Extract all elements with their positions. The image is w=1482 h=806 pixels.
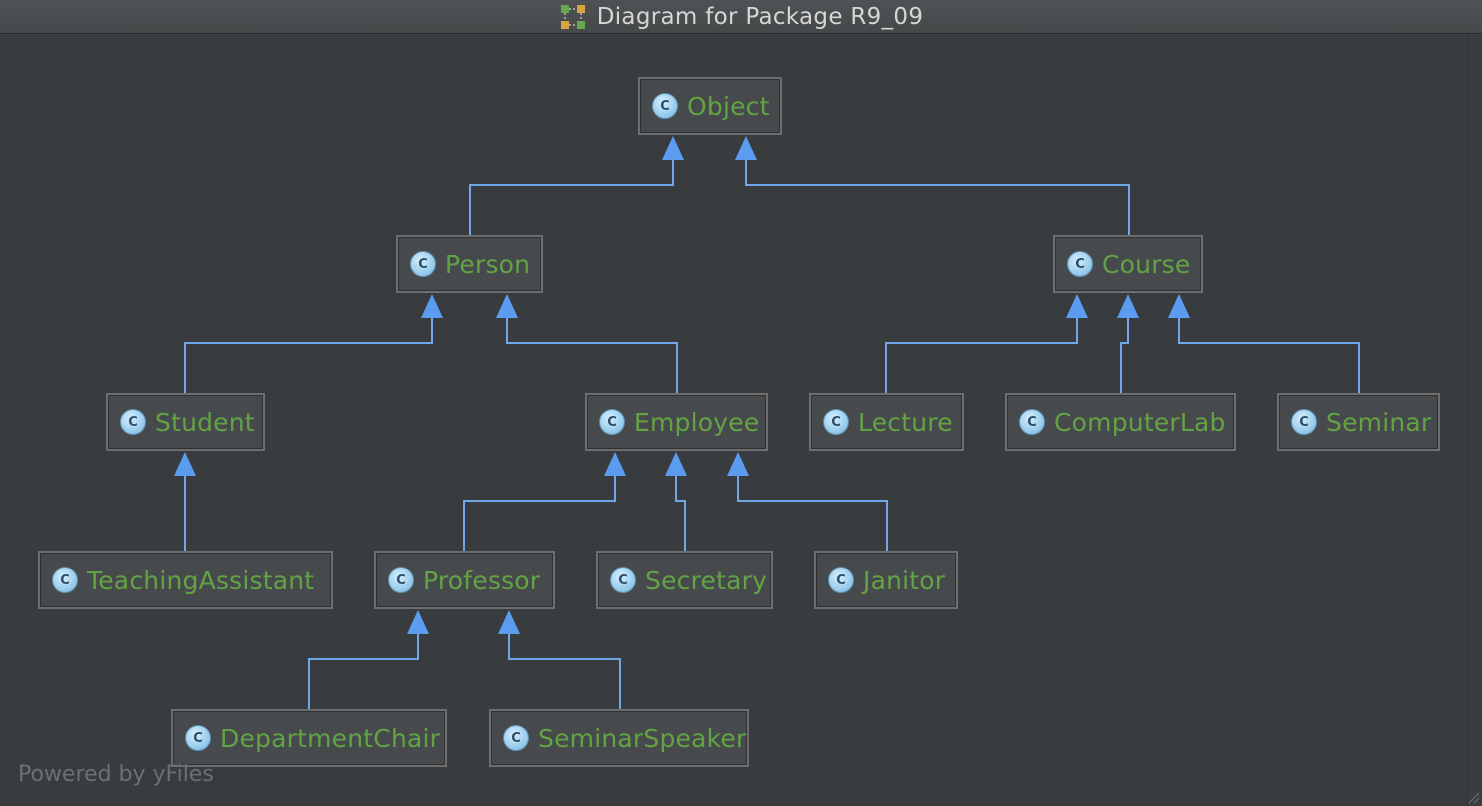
class-name-label: Student: [155, 407, 255, 437]
class-node-computerlab[interactable]: C ComputerLab: [1005, 393, 1236, 451]
class-name-label: DepartmentChair: [220, 723, 441, 753]
vertical-scrollbar[interactable]: [1467, 35, 1482, 806]
class-node-lecture[interactable]: C Lecture: [809, 393, 964, 451]
class-icon: C: [1019, 409, 1045, 435]
class-name-label: Lecture: [858, 407, 953, 437]
diagram-icon: [560, 4, 585, 29]
title-bar: Diagram for Package R9_09: [0, 0, 1482, 34]
class-name-label: Course: [1102, 249, 1191, 279]
class-node-secretary[interactable]: C Secretary: [596, 551, 773, 609]
class-name-label: Professor: [423, 565, 541, 595]
class-node-person[interactable]: C Person: [396, 235, 543, 293]
class-name-label: ComputerLab: [1054, 407, 1226, 437]
class-name-label: TeachingAssistant: [87, 565, 315, 595]
class-node-course[interactable]: C Course: [1053, 235, 1203, 293]
class-icon: C: [52, 567, 78, 593]
yfiles-watermark: Powered by yFiles: [18, 762, 214, 787]
resize-grip-icon[interactable]: [1466, 790, 1480, 804]
class-icon: C: [503, 725, 529, 751]
class-node-seminar[interactable]: C Seminar: [1277, 393, 1440, 451]
class-node-teachingassistant[interactable]: C TeachingAssistant: [38, 551, 333, 609]
class-name-label: Employee: [634, 407, 760, 437]
class-name-label: Person: [445, 249, 531, 279]
class-name-label: Janitor: [863, 565, 946, 595]
class-icon: C: [599, 409, 625, 435]
class-node-janitor[interactable]: C Janitor: [814, 551, 958, 609]
class-icon: C: [388, 567, 414, 593]
class-node-student[interactable]: C Student: [106, 393, 265, 451]
class-node-employee[interactable]: C Employee: [585, 393, 768, 451]
class-node-departmentchair[interactable]: C DepartmentChair: [171, 709, 447, 767]
class-icon: C: [828, 567, 854, 593]
class-icon: C: [1291, 409, 1317, 435]
class-node-seminarspeaker[interactable]: C SeminarSpeaker: [489, 709, 749, 767]
class-icon: C: [1067, 251, 1093, 277]
class-icon: C: [120, 409, 146, 435]
class-name-label: SeminarSpeaker: [538, 723, 747, 753]
class-icon: C: [652, 93, 678, 119]
class-name-label: Object: [687, 91, 770, 121]
class-icon: C: [610, 567, 636, 593]
class-node-professor[interactable]: C Professor: [374, 551, 555, 609]
class-node-object[interactable]: C Object: [638, 77, 782, 135]
class-name-label: Seminar: [1326, 407, 1432, 437]
class-name-label: Secretary: [645, 565, 768, 595]
class-icon: C: [823, 409, 849, 435]
class-icon: C: [185, 725, 211, 751]
window-title: Diagram for Package R9_09: [596, 3, 924, 30]
class-icon: C: [410, 251, 436, 277]
